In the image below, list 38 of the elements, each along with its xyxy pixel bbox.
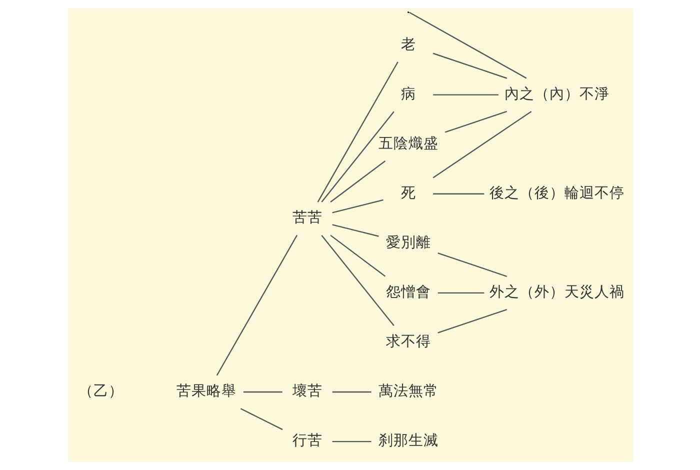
node-text: 萬法無常 (378, 382, 438, 400)
node-text: 外之（外）天災人禍 (488, 283, 624, 300)
node-text: 壞苦 (292, 382, 322, 400)
node-text: 怨憎會 (385, 283, 430, 300)
node-text: 行苦 (292, 432, 322, 450)
connector (332, 199, 383, 214)
connector (444, 110, 507, 133)
connector (330, 234, 386, 277)
connector (437, 308, 507, 334)
node-text: 苦果略舉 (176, 382, 236, 400)
connector (330, 160, 386, 202)
node-text: 求不得 (385, 332, 430, 350)
connector (242, 391, 282, 393)
connector (432, 110, 532, 178)
connector (332, 391, 371, 393)
connector (437, 292, 484, 294)
connector (320, 111, 394, 202)
connector (332, 224, 378, 237)
node-text: 病 (400, 85, 416, 102)
connector (332, 440, 371, 442)
node-text: 內之（內）不淨 (504, 85, 609, 102)
connector (408, 12, 526, 79)
connector (437, 252, 507, 277)
node-text: 刹那生滅 (378, 432, 438, 450)
connector (320, 234, 394, 326)
node-text: 愛別離 (385, 234, 430, 251)
node-text: 苦苦 (292, 209, 322, 226)
connector (432, 52, 506, 79)
node-text: 五陰熾盛 (378, 134, 438, 152)
connector (432, 94, 498, 96)
connector (432, 193, 484, 194)
node-text: 死 (400, 184, 416, 202)
connector (216, 234, 298, 376)
node-text: 後之（後）輪迴不停 (488, 184, 624, 202)
connector (316, 62, 398, 202)
connector (240, 408, 282, 430)
node-text: 老 (400, 36, 416, 53)
label: （乙） (78, 382, 124, 400)
